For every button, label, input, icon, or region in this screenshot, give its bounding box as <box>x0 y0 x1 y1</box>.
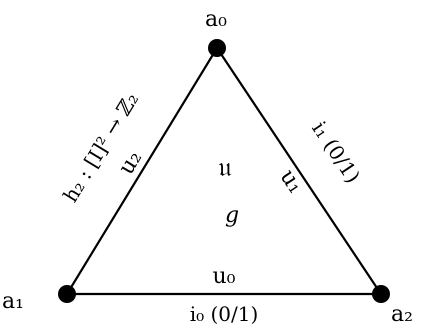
edge-left <box>65 46 219 296</box>
vertex-a2 <box>372 285 390 303</box>
vertex-label-a2: a₂ <box>391 302 413 327</box>
face-label-g: g <box>225 203 239 228</box>
edge-label-u2: u₂ <box>114 146 147 179</box>
vertex-a0 <box>208 39 226 57</box>
face-label-u: 𝔲 <box>218 152 231 183</box>
vertex-label-a1: a₁ <box>2 289 24 314</box>
edge-label-u1: u₁ <box>275 165 309 198</box>
edge-label-u0: u₀ <box>213 264 236 289</box>
edge-label-i0: i₀ (0/1) <box>190 302 259 326</box>
edge-right <box>215 46 383 296</box>
vertex-label-a0: a₀ <box>205 7 227 32</box>
edge-label-i1: i₁ (0/1) <box>307 117 365 187</box>
vertex-a1 <box>58 285 76 303</box>
